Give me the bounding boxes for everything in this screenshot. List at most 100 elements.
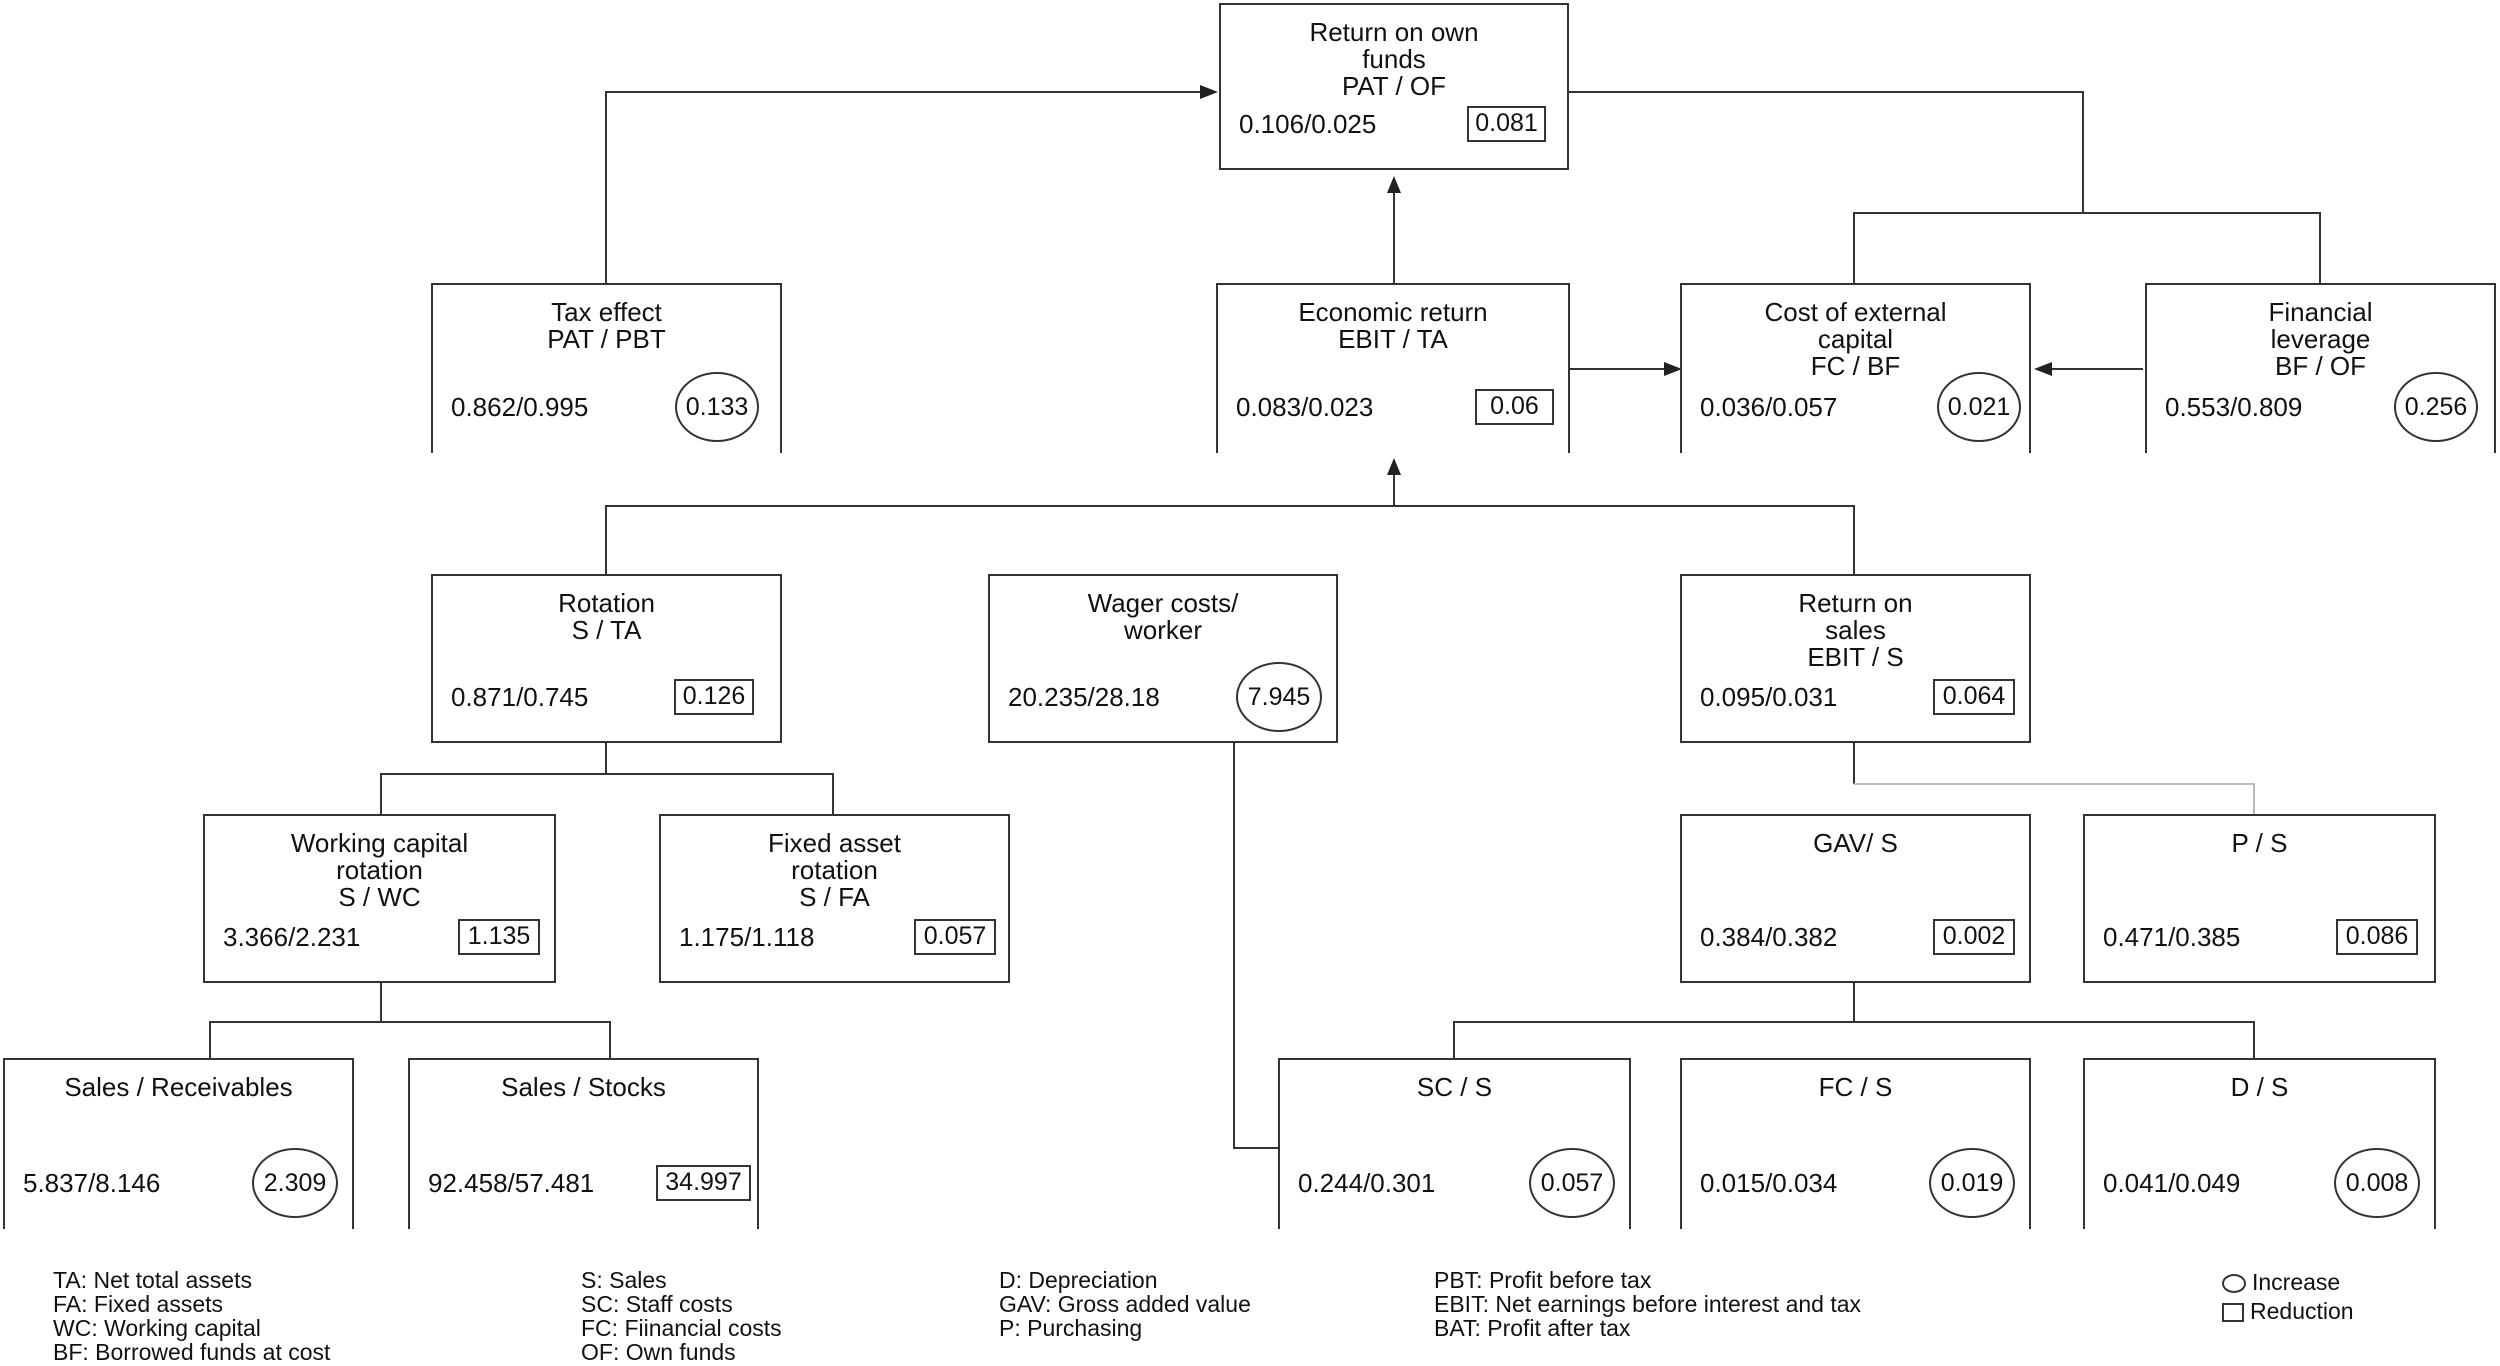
legend-item: SC: Staff costs — [581, 1291, 733, 1317]
arrow-into-cost-left — [1664, 362, 1682, 376]
node-roe: Return on own funds PAT / OF 0.106/0.025 0… — [1219, 3, 1569, 170]
node-title: Working capital rotation S / WC — [290, 828, 469, 912]
node-ratio: 0.471/0.385 — [2103, 922, 2241, 952]
node-lev: Financial leverage BF / OF 0.553/0.809 0.2… — [2145, 283, 2496, 453]
node-ratio: 0.041/0.049 — [2103, 1168, 2241, 1198]
arrow-into-roe-bottom — [1387, 176, 1401, 193]
connector-wc-children — [209, 1021, 611, 1058]
legend-column-3: D: Depreciation GAV: Gross added value P… — [999, 1268, 1251, 1340]
node-title: D / S — [2230, 1072, 2289, 1102]
square-icon — [2222, 1303, 2244, 1322]
increase-value: 0.008 — [2334, 1148, 2420, 1218]
node-ps: P / S 0.471/0.385 0.086 — [2083, 814, 2436, 983]
arrow-into-cost-right — [2034, 362, 2052, 376]
legend-key-increase: Increase — [2222, 1270, 2340, 1294]
node-ratio: 5.837/8.146 — [23, 1168, 161, 1198]
reduction-value: 0.081 — [1467, 106, 1546, 142]
node-ratio: 20.235/28.18 — [1008, 682, 1160, 712]
connector-gav-children — [1453, 1021, 2255, 1058]
arrow-into-econ-bottom — [1387, 458, 1401, 475]
legend-item: OF: Own funds — [581, 1339, 736, 1365]
reduction-value: 0.002 — [1933, 919, 2015, 955]
legend-column-4: PBT: Profit before tax EBIT: Net earning… — [1434, 1268, 1861, 1340]
node-ratio: 1.175/1.118 — [679, 922, 815, 952]
connector-tax-to-roe — [605, 91, 1208, 283]
circle-icon — [2222, 1274, 2246, 1293]
node-title: Cost of external capital FC / BF — [1764, 297, 1947, 381]
reduction-value: 0.086 — [2336, 919, 2418, 955]
legend-item: GAV: Gross added value — [999, 1291, 1251, 1317]
node-title: Rotation S / TA — [558, 588, 655, 645]
node-title: GAV/ S — [1813, 828, 1898, 858]
legend-item: BAT: Profit after tax — [1434, 1315, 1631, 1341]
legend-key-reduction: Reduction — [2222, 1299, 2354, 1323]
node-title: FC / S — [1818, 1072, 1893, 1102]
connector-right-to-roe — [1560, 91, 2084, 213]
node-title: Return on own funds PAT / OF — [1309, 17, 1479, 101]
increase-value: 2.309 — [252, 1148, 338, 1218]
node-gav: GAV/ S 0.384/0.382 0.002 — [1680, 814, 2031, 983]
node-wcr: Working capital rotation S / WC 3.366/2.2… — [203, 814, 556, 983]
node-far: Fixed asset rotation S / FA 1.175/1.118 0.… — [659, 814, 1010, 983]
node-title: Wager costs/ worker — [1087, 588, 1239, 645]
legend-item: EBIT: Net earnings before interest and t… — [1434, 1291, 1862, 1317]
node-ratio: 0.553/0.809 — [2165, 392, 2303, 422]
legend-key-label: Increase — [2252, 1269, 2341, 1295]
node-title: P / S — [2231, 828, 2288, 858]
increase-value: 0.256 — [2394, 372, 2478, 442]
reduction-value: 1.135 — [458, 919, 540, 955]
increase-value: 0.021 — [1937, 372, 2021, 442]
node-cost: Cost of external capital FC / BF 0.036/0.… — [1680, 283, 2031, 453]
connector-wage-to-sc — [1233, 743, 1278, 1149]
legend-item: FA: Fixed assets — [53, 1291, 224, 1317]
node-ratio: 0.083/0.023 — [1236, 392, 1374, 422]
legend-item: WC: Working capital — [53, 1315, 261, 1341]
reduction-value: 34.997 — [656, 1165, 751, 1201]
node-ratio: 0.244/0.301 — [1298, 1168, 1436, 1198]
node-ratio: 0.015/0.034 — [1700, 1168, 1838, 1198]
legend-key-label: Reduction — [2250, 1298, 2354, 1324]
node-ratio: 3.366/2.231 — [223, 922, 361, 952]
node-ratio: 0.036/0.057 — [1700, 392, 1838, 422]
node-tax: Tax effect PAT / PBT 0.862/0.995 0.133 — [431, 283, 782, 453]
node-srec: Sales / Receivables 5.837/8.146 2.309 — [3, 1058, 354, 1229]
legend-item: BF: Borrowed funds at cost — [53, 1339, 331, 1365]
node-title: Return on sales EBIT / S — [1798, 588, 1913, 672]
legend-column-2: S: Sales SC: Staff costs FC: Fiinancial … — [581, 1268, 782, 1364]
node-title: Economic return EBIT / TA — [1298, 297, 1488, 354]
node-ratio: 0.862/0.995 — [451, 392, 589, 422]
node-title: Financial leverage BF / OF — [2268, 297, 2373, 381]
node-ratio: 92.458/57.481 — [428, 1168, 595, 1198]
node-ds: D / S 0.041/0.049 0.008 — [2083, 1058, 2436, 1229]
connector-ros-children — [1854, 783, 2255, 814]
increase-value: 7.945 — [1236, 662, 1322, 732]
legend-item: D: Depreciation — [999, 1267, 1158, 1293]
node-rot: Rotation S / TA 0.871/0.745 0.126 — [431, 574, 782, 743]
node-title: Fixed asset rotation S / FA — [768, 828, 901, 912]
node-ratio: 0.871/0.745 — [451, 682, 589, 712]
legend-column-1: TA: Net total assets FA: Fixed assets WC… — [53, 1268, 330, 1364]
legend-item: P: Purchasing — [999, 1315, 1143, 1341]
reduction-value: 0.057 — [914, 919, 996, 955]
connector-rotation-children — [380, 773, 834, 814]
arrow-into-roe-left — [1200, 85, 1218, 99]
legend-item: S: Sales — [581, 1267, 667, 1293]
reduction-value: 0.06 — [1475, 389, 1554, 425]
legend-item: PBT: Profit before tax — [1434, 1267, 1652, 1293]
legend-item: TA: Net total assets — [53, 1267, 252, 1293]
increase-value: 0.133 — [675, 372, 759, 442]
reduction-value: 0.126 — [674, 679, 754, 715]
node-ratio: 0.384/0.382 — [1700, 922, 1838, 952]
node-title: Sales / Receivables — [64, 1072, 293, 1102]
connector-cost-lev-join — [1853, 212, 2321, 283]
node-econ: Economic return EBIT / TA 0.083/0.023 0.06 — [1216, 283, 1570, 453]
node-ratio: 0.095/0.031 — [1700, 682, 1838, 712]
node-ratio: 0.106/0.025 — [1239, 109, 1377, 139]
node-title: Tax effect PAT / PBT — [547, 297, 666, 354]
